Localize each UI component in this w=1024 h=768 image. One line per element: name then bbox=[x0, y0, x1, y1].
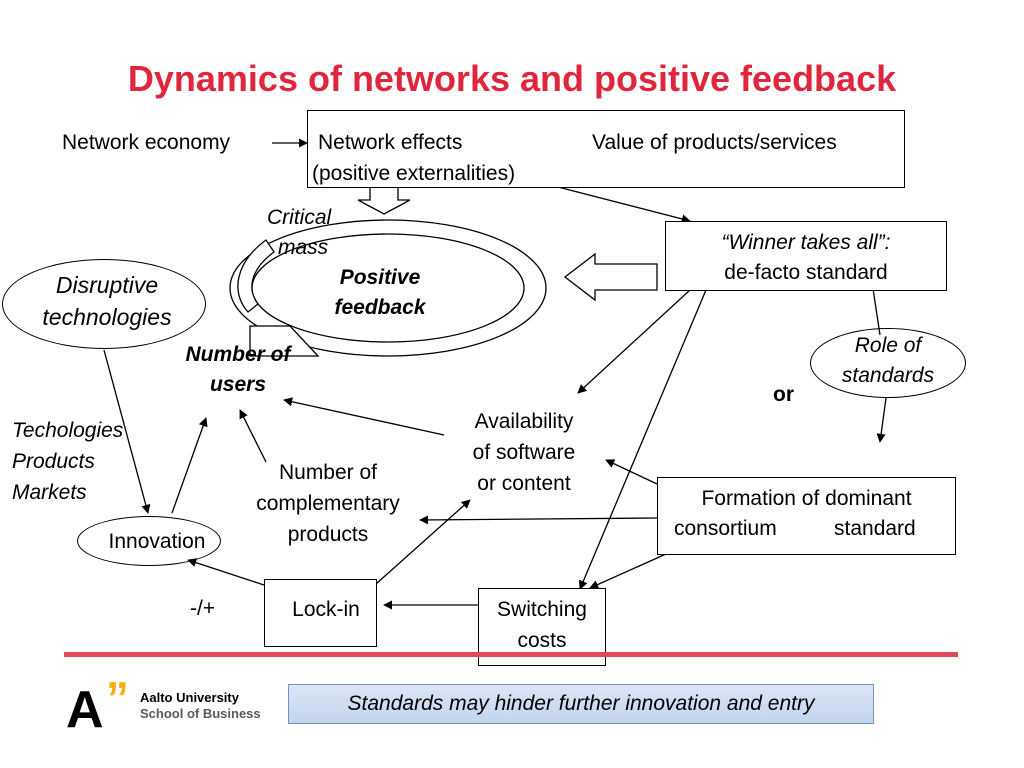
positive-feedback-label-1: Positive bbox=[339, 266, 421, 289]
critical-mass-label-1: Critical bbox=[267, 206, 332, 229]
aalto-logo-mark: A bbox=[66, 681, 104, 739]
lock-in-label: Lock-in bbox=[292, 598, 360, 621]
products-label: Products bbox=[12, 450, 95, 473]
complementary-label-3: products bbox=[287, 523, 369, 546]
consortium-label: consortium bbox=[674, 517, 777, 540]
de-facto-standard-label: de-facto standard bbox=[724, 261, 888, 284]
positive-externalities-label: (positive externalities) bbox=[312, 162, 516, 185]
slide-title: Dynamics of networks and positive feedba… bbox=[127, 58, 897, 99]
availability-label-2: of software bbox=[472, 441, 576, 464]
arrow-availability-to-users bbox=[283, 397, 445, 436]
arrow-lockin-to-availability bbox=[375, 499, 471, 585]
block-arrow-down bbox=[357, 186, 411, 215]
arrow-lockin-to-innovation bbox=[187, 558, 265, 586]
availability-label-1: Availability bbox=[474, 410, 574, 433]
arrow-box-to-winner bbox=[557, 186, 691, 224]
lock-in-box bbox=[264, 579, 377, 647]
minus-plus-label: -/+ bbox=[190, 597, 216, 620]
feedback-loop-tail bbox=[237, 239, 275, 313]
arrow-disruptive-to-innovation bbox=[103, 349, 151, 514]
innovation-ellipse bbox=[77, 516, 221, 566]
network-effects-box bbox=[307, 110, 905, 188]
number-of-users-label-2: users bbox=[209, 373, 267, 396]
arrow-innovation-to-users bbox=[171, 417, 208, 514]
arrow-role-to-formation bbox=[876, 397, 887, 443]
complementary-label-2: complementary bbox=[256, 492, 400, 515]
switching-label-2: costs bbox=[517, 629, 567, 652]
aalto-logo-text-1: Aalto University bbox=[140, 690, 239, 705]
network-economy-label: Network economy bbox=[62, 131, 231, 154]
switching-label-1: Switching bbox=[497, 598, 587, 621]
arrow-formation-to-availability bbox=[605, 459, 658, 485]
disruptive-label-2: technologies bbox=[42, 304, 172, 330]
critical-mass-label-2: mass bbox=[278, 236, 329, 259]
standard-label: standard bbox=[834, 517, 916, 540]
arrow-complementary-to-users bbox=[239, 409, 267, 463]
winner-takes-all-box bbox=[665, 221, 947, 291]
or-label: or bbox=[773, 383, 794, 406]
block-arrow-left bbox=[563, 252, 658, 302]
formation-box bbox=[657, 477, 956, 555]
number-of-users-label-1: Number of bbox=[185, 343, 291, 366]
network-effects-label: Network effects bbox=[318, 131, 463, 154]
positive-feedback-outer bbox=[229, 219, 547, 357]
role-of-standards-label-1: Role of bbox=[854, 334, 922, 357]
complementary-label-1: Number of bbox=[278, 461, 378, 484]
value-products-label: Value of products/services bbox=[592, 131, 837, 154]
markets-label: Markets bbox=[12, 481, 87, 504]
role-of-standards-ellipse bbox=[810, 328, 966, 398]
arrow-formation-to-switching bbox=[589, 553, 667, 589]
role-of-standards-label-2: standards bbox=[841, 364, 935, 387]
aalto-logo-quote: ” bbox=[106, 672, 129, 724]
standards-banner: Standards may hinder further innovation … bbox=[288, 684, 874, 724]
disruptive-label-1: Disruptive bbox=[55, 272, 159, 298]
arrow-formation-to-complementary bbox=[419, 515, 658, 525]
positive-feedback-label-2: feedback bbox=[334, 296, 426, 319]
winner-takes-all-label: “Winner takes all”: bbox=[721, 231, 891, 254]
disruptive-technologies-ellipse bbox=[2, 259, 206, 349]
availability-label-3: or content bbox=[477, 472, 571, 495]
formation-label-1: Formation of dominant bbox=[701, 487, 912, 510]
technologies-label: Techologies bbox=[12, 419, 124, 442]
arrow-winner-to-switching bbox=[578, 289, 707, 590]
footer-divider bbox=[64, 652, 958, 657]
arrow-winner-to-availability bbox=[577, 289, 691, 394]
innovation-label: Innovation bbox=[108, 530, 206, 553]
aalto-logo-text-2: School of Business bbox=[140, 706, 261, 721]
feedback-loop-arrowhead bbox=[249, 325, 320, 357]
